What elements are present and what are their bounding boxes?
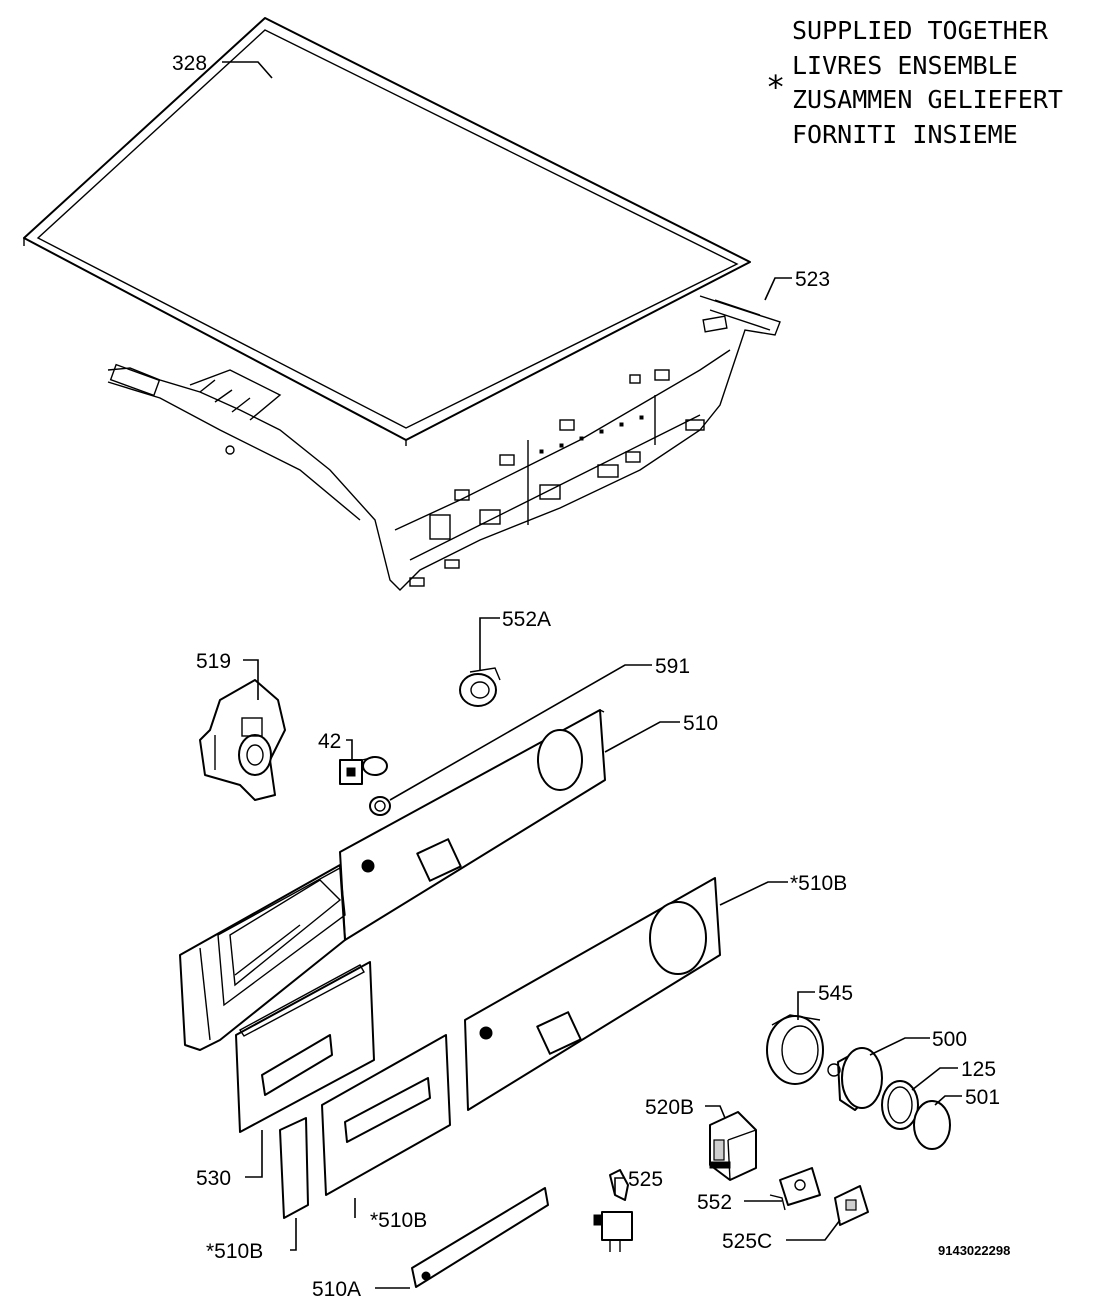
callout-labels: 328 523 552A 519 591 510 42 *510B 545 50… — [172, 52, 1010, 1301]
callout-510B-mid: *510B — [370, 1209, 427, 1232]
bezel-545 — [766, 1014, 824, 1085]
callout-125: 125 — [961, 1058, 996, 1081]
frame-523 — [107, 295, 781, 591]
strip-510A — [411, 1187, 549, 1288]
callout-510B-low: *510B — [206, 1240, 263, 1263]
callout-545: 545 — [818, 982, 853, 1005]
callout-530: 530 — [196, 1167, 231, 1190]
callout-525: 525 — [628, 1168, 663, 1191]
ring-nut-552A — [459, 667, 501, 707]
legend-line-fr: LIVRES ENSEMBLE — [792, 50, 1018, 80]
callout-523: 523 — [795, 268, 830, 291]
callout-510B-top: *510B — [790, 872, 847, 895]
callout-552: 552 — [697, 1191, 732, 1214]
fascia-510B-lower — [321, 1034, 451, 1196]
legend-asterisk: * — [766, 68, 786, 106]
switch-block-520B — [709, 1111, 757, 1181]
callout-552A: 552A — [502, 608, 551, 631]
top-cover-328 — [23, 17, 751, 446]
frame-slots — [539, 415, 644, 454]
bracket-519 — [199, 679, 286, 801]
dispenser-front-530 — [235, 961, 375, 1133]
ring-125 — [881, 1080, 919, 1130]
knob-assembly — [766, 1014, 951, 1150]
callout-525C: 525C — [722, 1230, 772, 1253]
callout-510: 510 — [683, 712, 718, 735]
fascia-510B — [464, 877, 721, 1111]
switch-525 — [593, 1169, 633, 1252]
bracket-552 — [769, 1167, 821, 1211]
legend-line-it: FORNITI INSIEME — [792, 119, 1018, 149]
switch-42 — [339, 756, 388, 785]
callout-42: 42 — [318, 730, 341, 753]
callout-328: 328 — [172, 52, 207, 75]
callout-519: 519 — [196, 650, 231, 673]
legend-line-de: ZUSAMMEN GELIEFERT — [792, 85, 1063, 114]
callout-591: 591 — [655, 655, 690, 678]
callout-520B: 520B — [645, 1096, 694, 1119]
drawing-number: 9143022298 — [938, 1243, 1010, 1258]
callout-510A: 510A — [312, 1278, 361, 1301]
legend-line-en: SUPPLIED TOGETHER — [792, 16, 1048, 45]
control-panel-510 — [179, 709, 606, 1051]
cap-501 — [913, 1100, 951, 1150]
ring-591 — [369, 796, 391, 816]
leader-lines — [222, 61, 962, 1289]
knob-500 — [827, 1047, 883, 1111]
strip-510B — [279, 1117, 309, 1219]
callout-500: 500 — [932, 1028, 967, 1051]
callout-501: 501 — [965, 1086, 1000, 1109]
supplied-together-legend: * SUPPLIED TOGETHER LIVRES ENSEMBLE ZUSA… — [766, 14, 1097, 152]
switch-525C — [834, 1185, 869, 1226]
